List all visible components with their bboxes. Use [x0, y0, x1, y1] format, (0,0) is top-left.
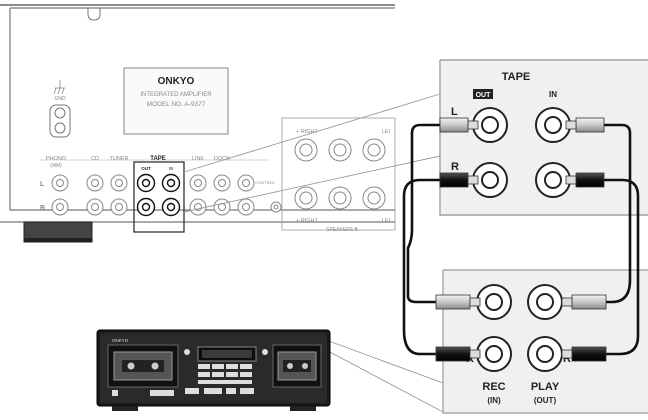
svg-text:PHONO: PHONO	[46, 156, 67, 162]
input-labels: PHONO (MM) CD TUNER TAPE LINE DOCK REMOT…	[40, 156, 276, 212]
tape-jack-highlight	[133, 161, 185, 233]
svg-text:CD: CD	[91, 156, 99, 162]
svg-text:+ RIGHT: + RIGHT	[296, 218, 318, 224]
rca-cables	[402, 123, 640, 356]
deck-rec-label: REC	[482, 381, 505, 393]
svg-text:TAPE: TAPE	[150, 156, 166, 162]
svg-text:L: L	[40, 181, 45, 188]
model-line-1: INTEGRATED AMPLIFIER	[140, 92, 212, 98]
gnd-terminal: GND	[49, 80, 71, 138]
callout-in-label: IN	[549, 90, 557, 99]
rca-plugs-bottom	[435, 294, 607, 362]
svg-text:DOCK: DOCK	[214, 156, 230, 162]
svg-text:SPEAKERS B: SPEAKERS B	[326, 227, 358, 233]
cassette-deck: ONKYO	[96, 329, 331, 411]
svg-text:R: R	[40, 205, 45, 212]
callout-right-label: R	[451, 161, 459, 173]
deck-right-label-b: R	[563, 353, 571, 365]
callout-out-badge	[473, 89, 493, 99]
deck-callout: L L R R REC (IN) PLAY (OUT)	[442, 269, 648, 414]
deck-brand: ONKYO	[112, 338, 129, 343]
amp-tape-jacks	[136, 173, 181, 217]
amplifier-rear-panel: ONKYO INTEGRATED AMPLIFIER MODEL NO. A-9…	[0, 4, 396, 243]
model-plate	[123, 67, 229, 135]
tape-callout: TAPE OUT IN L R	[439, 59, 648, 216]
svg-text:LINE: LINE	[192, 156, 205, 162]
tape-out-tag: OUT	[141, 166, 151, 171]
svg-text:REMOTE CONTROL: REMOTE CONTROL	[237, 180, 276, 185]
callout-out-label: OUT	[476, 92, 492, 99]
tape-in-tag: IN	[169, 166, 174, 171]
svg-text:GND: GND	[54, 96, 66, 102]
deck-rec-sub: (IN)	[487, 396, 501, 405]
svg-text:LEI: LEI	[382, 129, 391, 135]
svg-text:+ RIGHT: + RIGHT	[296, 129, 318, 135]
callout-tape-title: TAPE	[502, 71, 531, 83]
speaker-terminals: + RIGHT LEI + RIGHT LEI SPEAKERS B	[281, 117, 396, 233]
svg-text:TUNER: TUNER	[110, 156, 129, 162]
amp-rca-jacks	[51, 174, 282, 216]
svg-text:(MM): (MM)	[50, 163, 62, 169]
deck-play-sub: (OUT)	[534, 396, 557, 405]
deck-buttons	[112, 349, 268, 396]
model-line-2: MODEL NO. A-9377	[147, 101, 206, 108]
deck-play-label: PLAY	[531, 381, 560, 393]
rca-plugs-top	[439, 117, 605, 188]
zoom-guide-lines	[183, 93, 444, 413]
callout-left-label: L	[451, 106, 458, 118]
svg-text:LEI: LEI	[382, 218, 391, 224]
brand-logo: ONKYO	[158, 76, 195, 87]
